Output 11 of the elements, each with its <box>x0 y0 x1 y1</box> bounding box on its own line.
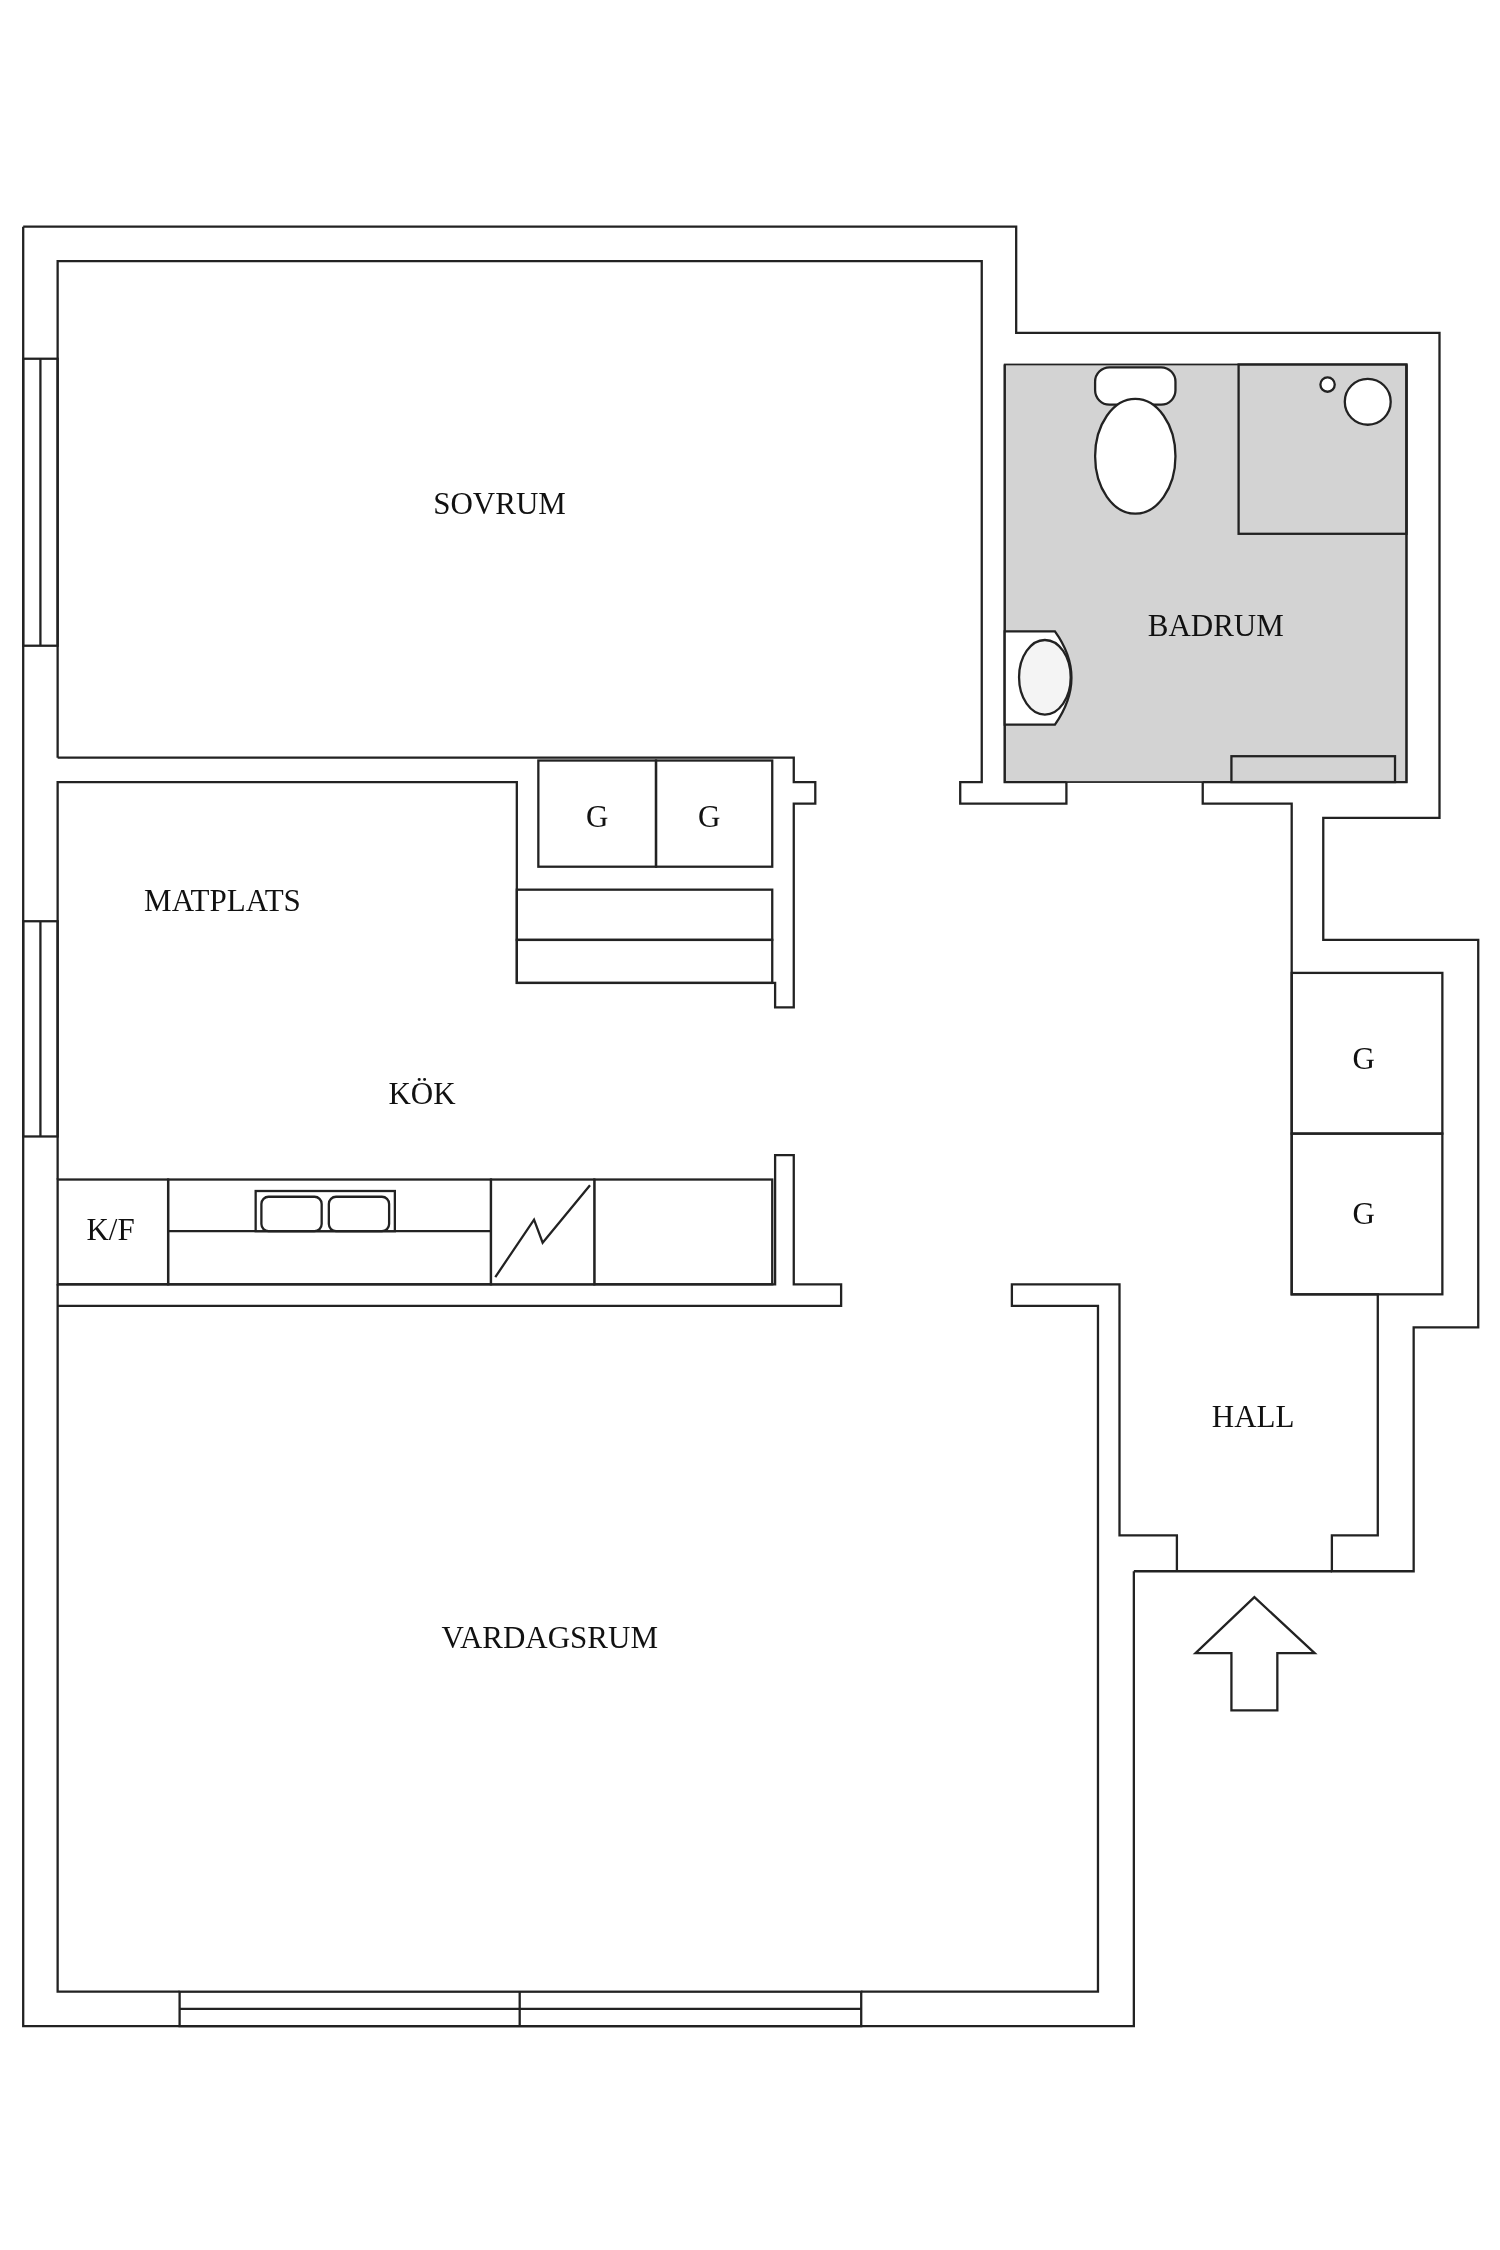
room-label: MATPLATS <box>144 883 301 920</box>
closet-label: G <box>585 798 609 835</box>
room-label: KÖK <box>388 1075 456 1112</box>
room-label: SOVRUM <box>433 485 566 522</box>
closet-label: G <box>1352 1196 1375 1233</box>
appliance-label: K/F <box>86 1212 135 1249</box>
closet-label: G <box>1352 1041 1375 1078</box>
closet-label: G <box>697 798 721 835</box>
room-label: HALL <box>1211 1398 1295 1435</box>
room-label: VARDAGSRUM <box>441 1619 658 1656</box>
room-label: BADRUM <box>1147 607 1284 644</box>
